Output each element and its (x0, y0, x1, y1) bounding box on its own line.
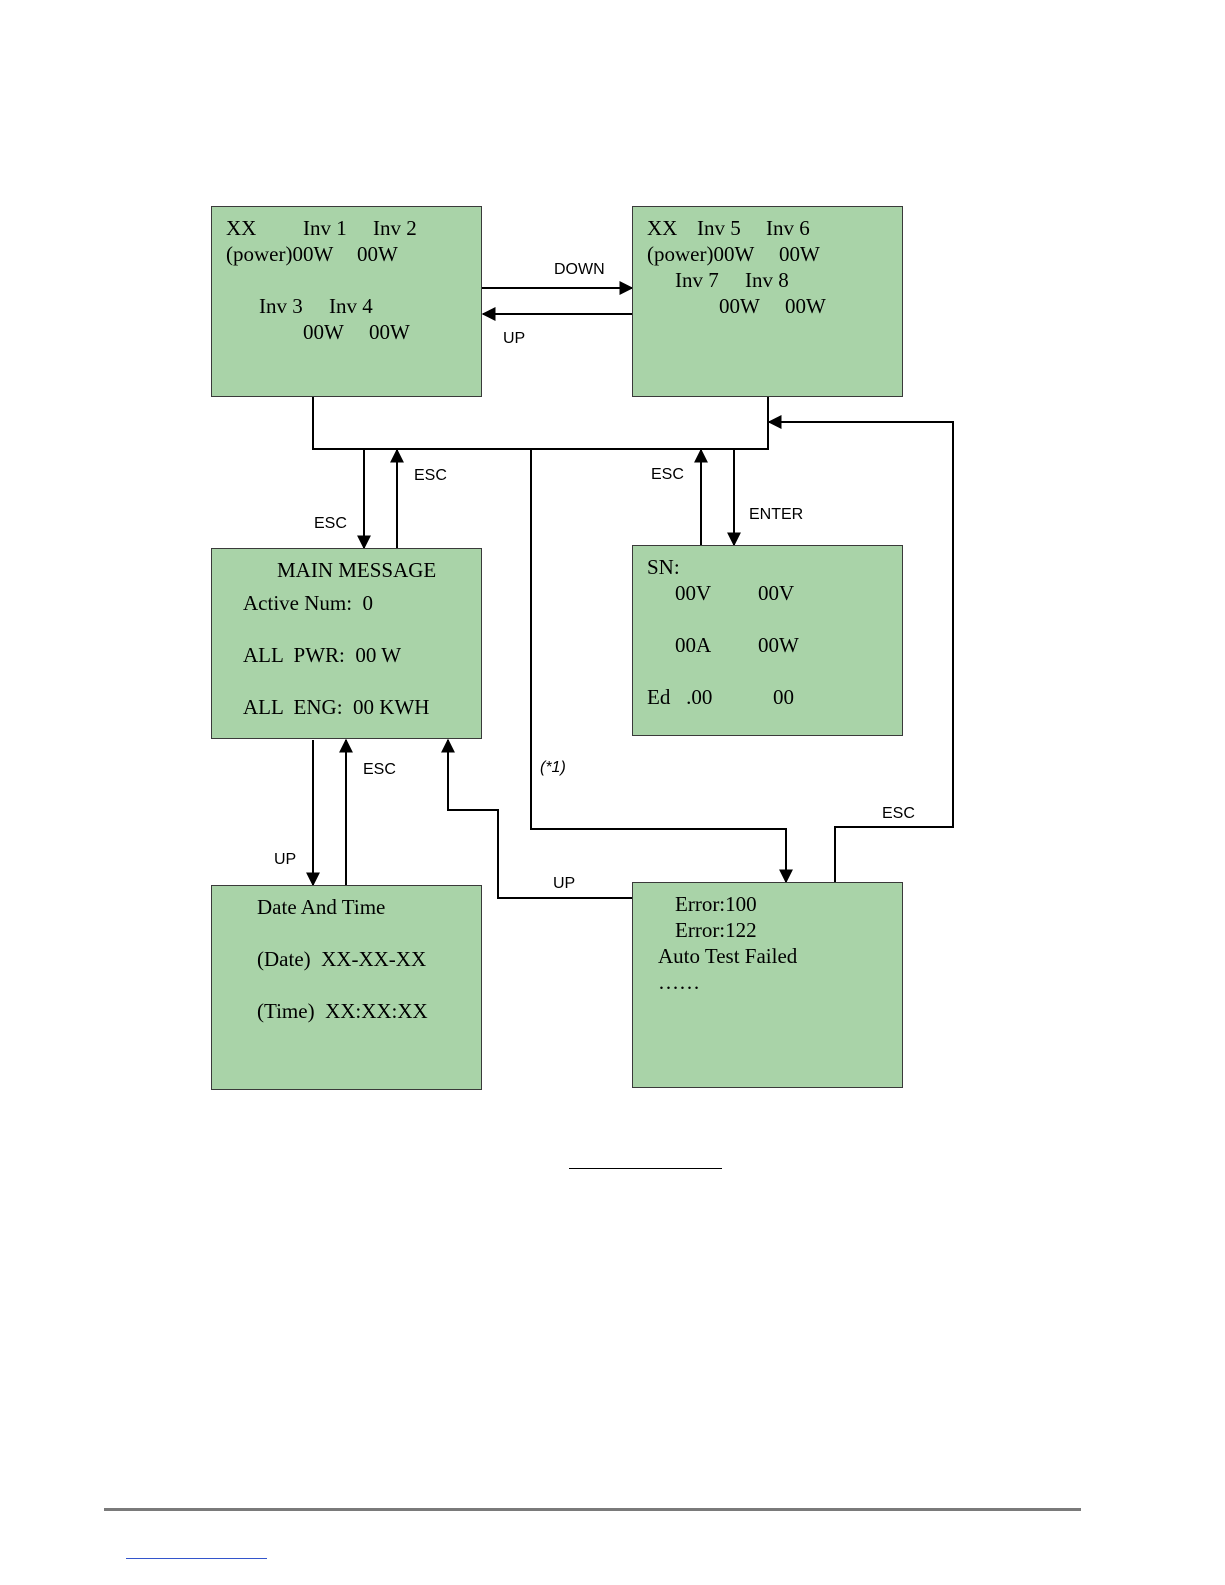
screen-line: 00V (675, 581, 712, 605)
label-esc-sn: ESC (651, 466, 684, 483)
label-up-date: UP (274, 851, 297, 868)
note-path-arrow (530, 449, 793, 884)
screen-line: Inv 7 (675, 268, 719, 292)
screen-line: Active Num: 0 (243, 591, 374, 615)
label-up-top: UP (503, 330, 526, 347)
label-enter-sn: ENTER (749, 506, 804, 523)
screen-title: Date And Time (257, 895, 386, 919)
screen-errors: Error:100 Error:122 Auto Test Failed …… (632, 882, 903, 1088)
screen-line: Ed .00 (647, 685, 713, 709)
screen-line: 00W (357, 242, 398, 266)
screen-date-time: Date And Time (Date) XX-XX-XX (Time) XX:… (211, 885, 482, 1090)
screen-line: 00W (369, 320, 410, 344)
screen-line: …… (658, 970, 700, 994)
screen-line: XX (647, 216, 678, 240)
screen-line: 00W (785, 294, 826, 318)
screen-line: (power)00W (647, 242, 755, 266)
top-bus (312, 397, 769, 450)
screen-line: 00W (779, 242, 820, 266)
esc-errors-arrow (767, 415, 954, 882)
screen-line: XX (226, 216, 257, 240)
screen-line: ALL PWR: 00 W (243, 643, 402, 667)
footer-rule (104, 1508, 1081, 1511)
label-esc-to-main: ESC (314, 515, 347, 532)
screen-line: (Time) XX:XX:XX (257, 999, 428, 1023)
screen-main-message: MAIN MESSAGE Active Num: 0 ALL PWR: 00 W… (211, 548, 482, 739)
screen-line: Inv 6 (766, 216, 810, 240)
label-down: DOWN (554, 261, 605, 278)
screen-sn: SN: 00V 00V 00A 00W Ed .00 00 (632, 545, 903, 736)
screen-title: MAIN MESSAGE (277, 558, 437, 582)
screen-line: ALL ENG: 00 KWH (243, 695, 430, 719)
label-esc-from-main: ESC (414, 467, 447, 484)
screen-inv-5-8: XX Inv 5 Inv 6 (power)00W 00W Inv 7 Inv … (632, 206, 903, 397)
screen-line: Inv 2 (373, 216, 417, 240)
label-up-errors: UP (553, 875, 576, 892)
screen-inv-1-4: XX Inv 1 Inv 2 (power)00W 00W Inv 3 Inv … (211, 206, 482, 397)
screen-line: Inv 3 (259, 294, 303, 318)
screen-line: 00A (675, 633, 712, 657)
screen-line: 00 (773, 685, 794, 709)
up-errors-arrow (441, 738, 632, 899)
screen-line: Inv 5 (697, 216, 741, 240)
screen-line: 00W (303, 320, 344, 344)
screen-line: Error:100 (675, 892, 757, 916)
footer-link-underline (126, 1558, 267, 1559)
screen-line: (Date) XX-XX-XX (257, 947, 427, 971)
short-rule (569, 1168, 722, 1169)
screen-line: 00V (758, 581, 795, 605)
screen-line: 00W (758, 633, 799, 657)
label-esc-date: ESC (363, 761, 396, 778)
screen-line: Auto Test Failed (658, 944, 798, 968)
screen-line: Inv 8 (745, 268, 789, 292)
label-note: (*1) (540, 759, 566, 776)
screen-line: Error:122 (675, 918, 757, 942)
screen-line: SN: (647, 555, 680, 579)
screen-line: (power)00W (226, 242, 334, 266)
screen-line: Inv 1 (303, 216, 347, 240)
label-esc-errors: ESC (882, 805, 915, 822)
screen-line: Inv 4 (329, 294, 373, 318)
screen-line: 00W (719, 294, 760, 318)
